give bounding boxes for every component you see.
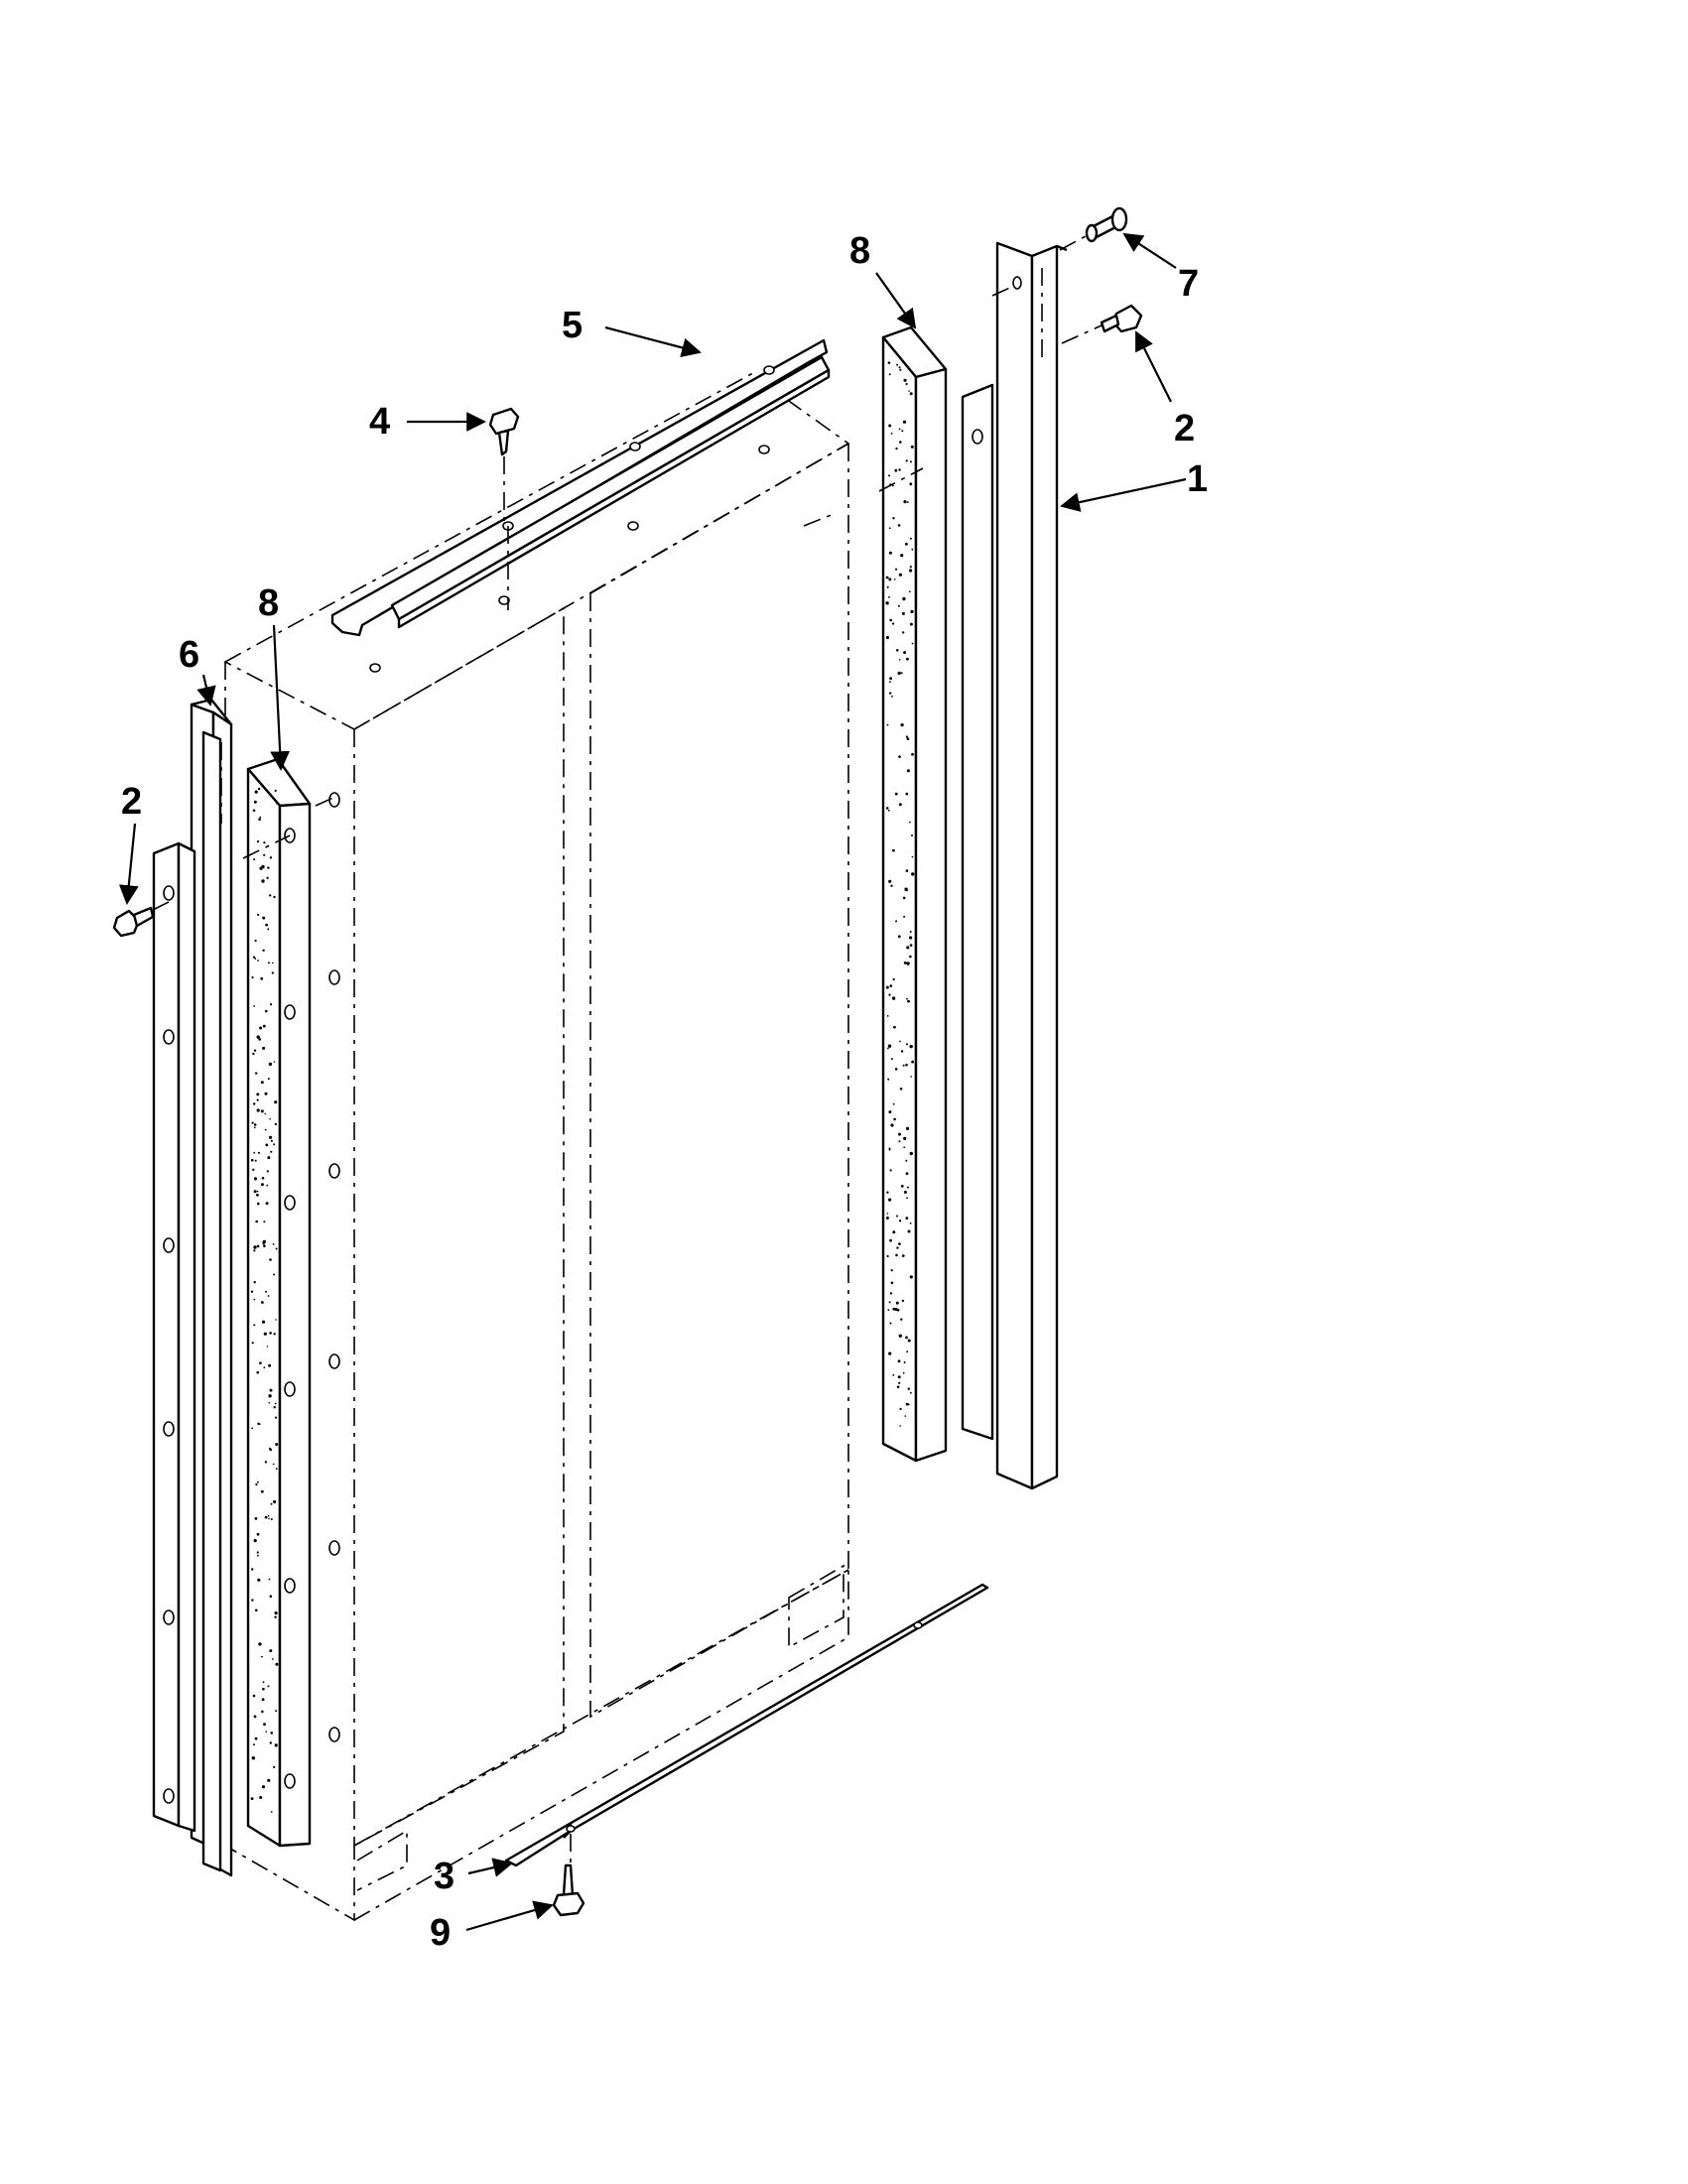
- left-flat-strip: [152, 841, 196, 1833]
- screw-9: [552, 1863, 585, 1917]
- callout-8-right: 8: [849, 230, 870, 272]
- callout-1: 1: [1187, 458, 1208, 500]
- left-side-channel: [190, 698, 233, 1877]
- top-trim-strip: [330, 338, 831, 637]
- leader-lines: [118, 232, 1187, 1932]
- bottom-trim-strip: [504, 1583, 989, 1875]
- foam-strip-right: [803, 325, 948, 1463]
- pin-7: [1059, 206, 1128, 251]
- screw-2-left: [112, 900, 172, 938]
- screw-4: [488, 407, 520, 526]
- callout-6: 6: [179, 634, 199, 676]
- callout-2-left: 2: [121, 781, 142, 823]
- callout-3: 3: [434, 1856, 454, 1897]
- callout-7: 7: [1178, 263, 1199, 305]
- foam-strip-left: [242, 757, 338, 1848]
- callout-4: 4: [369, 401, 390, 443]
- right-flat-strip: [961, 383, 994, 1441]
- right-corner-channel: [991, 241, 1068, 1490]
- callout-9: 9: [430, 1912, 451, 1954]
- callout-labels: 1 2 2 3 4 5 6 7 8 8 9: [121, 230, 1208, 1954]
- cabinet-outline: [223, 373, 850, 1922]
- callout-2-right: 2: [1174, 408, 1195, 450]
- screw-2-right: [1061, 304, 1143, 344]
- callout-8-left: 8: [258, 582, 279, 624]
- callout-5: 5: [562, 305, 583, 346]
